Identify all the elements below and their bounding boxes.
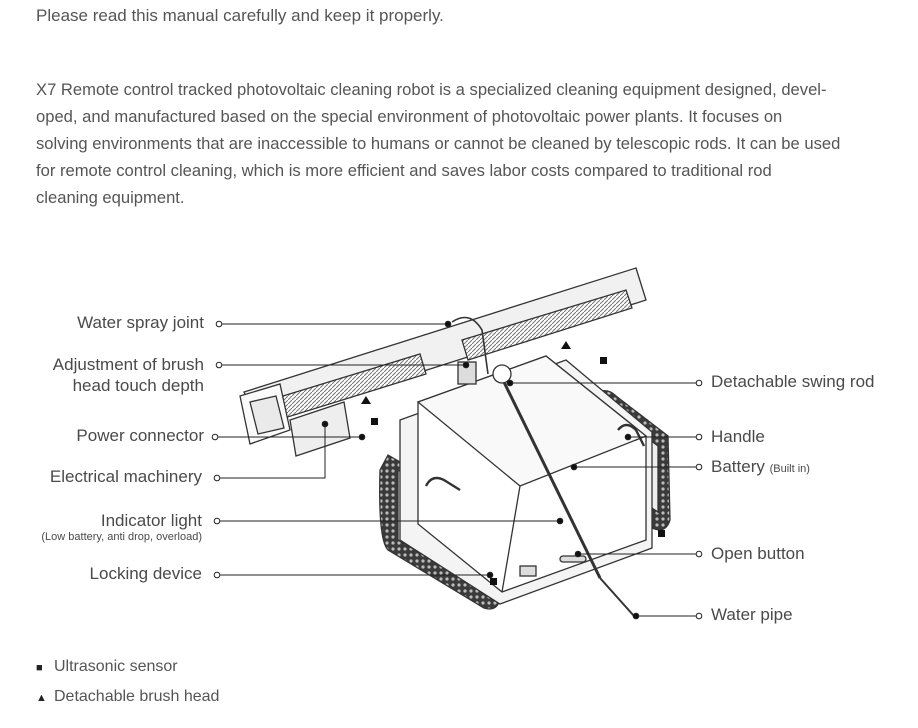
robot-body (239, 267, 671, 617)
legend-brush-head-label: Detachable brush head (54, 688, 220, 705)
description-line: solving environments that are inaccessib… (36, 134, 841, 153)
label-water-pipe: Water pipe (711, 605, 793, 624)
intro-text: Please read this manual carefully and ke… (36, 6, 444, 25)
description-line: X7 Remote control tracked photovoltaic c… (36, 80, 827, 99)
label-detachable-swing-rod: Detachable swing rod (711, 372, 875, 391)
label-water-spray-joint: Water spray joint (77, 313, 204, 332)
description-line: oped, and manufactured based on the spec… (36, 107, 783, 126)
label-handle: Handle (711, 427, 765, 446)
label-battery: Battery (Built in) (711, 457, 810, 477)
label-brush-depth: Adjustment of brush head touch depth (53, 354, 204, 396)
square-marker-icon: ■ (36, 662, 43, 674)
triangle-marker-icon: ▲ (36, 692, 47, 704)
handle-bar (424, 476, 461, 492)
legend-brush-head: ▲ Detachable brush head (36, 688, 219, 706)
label-indicator-light-text: Indicator light (100, 511, 202, 530)
motor (289, 401, 351, 457)
label-indicator-light: Indicator light (Low battery, anti drop,… (41, 510, 202, 544)
leader-lines (211, 320, 703, 620)
description-paragraph: X7 Remote control tracked photovoltaic c… (36, 76, 882, 211)
label-brush-depth-line2: head touch depth (72, 376, 204, 395)
label-open-button: Open button (711, 544, 805, 563)
label-indicator-light-note: (Low battery, anti drop, overload) (41, 531, 202, 543)
label-battery-note: (Built in) (769, 463, 810, 475)
legend-ultrasonic-sensor: ■ Ultrasonic sensor (36, 658, 178, 676)
label-power-connector: Power connector (76, 426, 204, 445)
description-line: for remote control cleaning, which is mo… (36, 161, 772, 180)
swing-rod (500, 377, 602, 579)
label-battery-text: Battery (711, 457, 765, 476)
legend-ultrasonic-label: Ultrasonic sensor (54, 658, 178, 675)
label-electrical-machinery: Electrical machinery (49, 467, 202, 486)
label-brush-depth-line1: Adjustment of brush (52, 355, 204, 374)
robot-markers (361, 341, 665, 585)
brush-bristles-right (461, 289, 633, 361)
label-locking-device: Locking device (89, 564, 202, 583)
description-line: cleaning equipment. (36, 188, 185, 207)
